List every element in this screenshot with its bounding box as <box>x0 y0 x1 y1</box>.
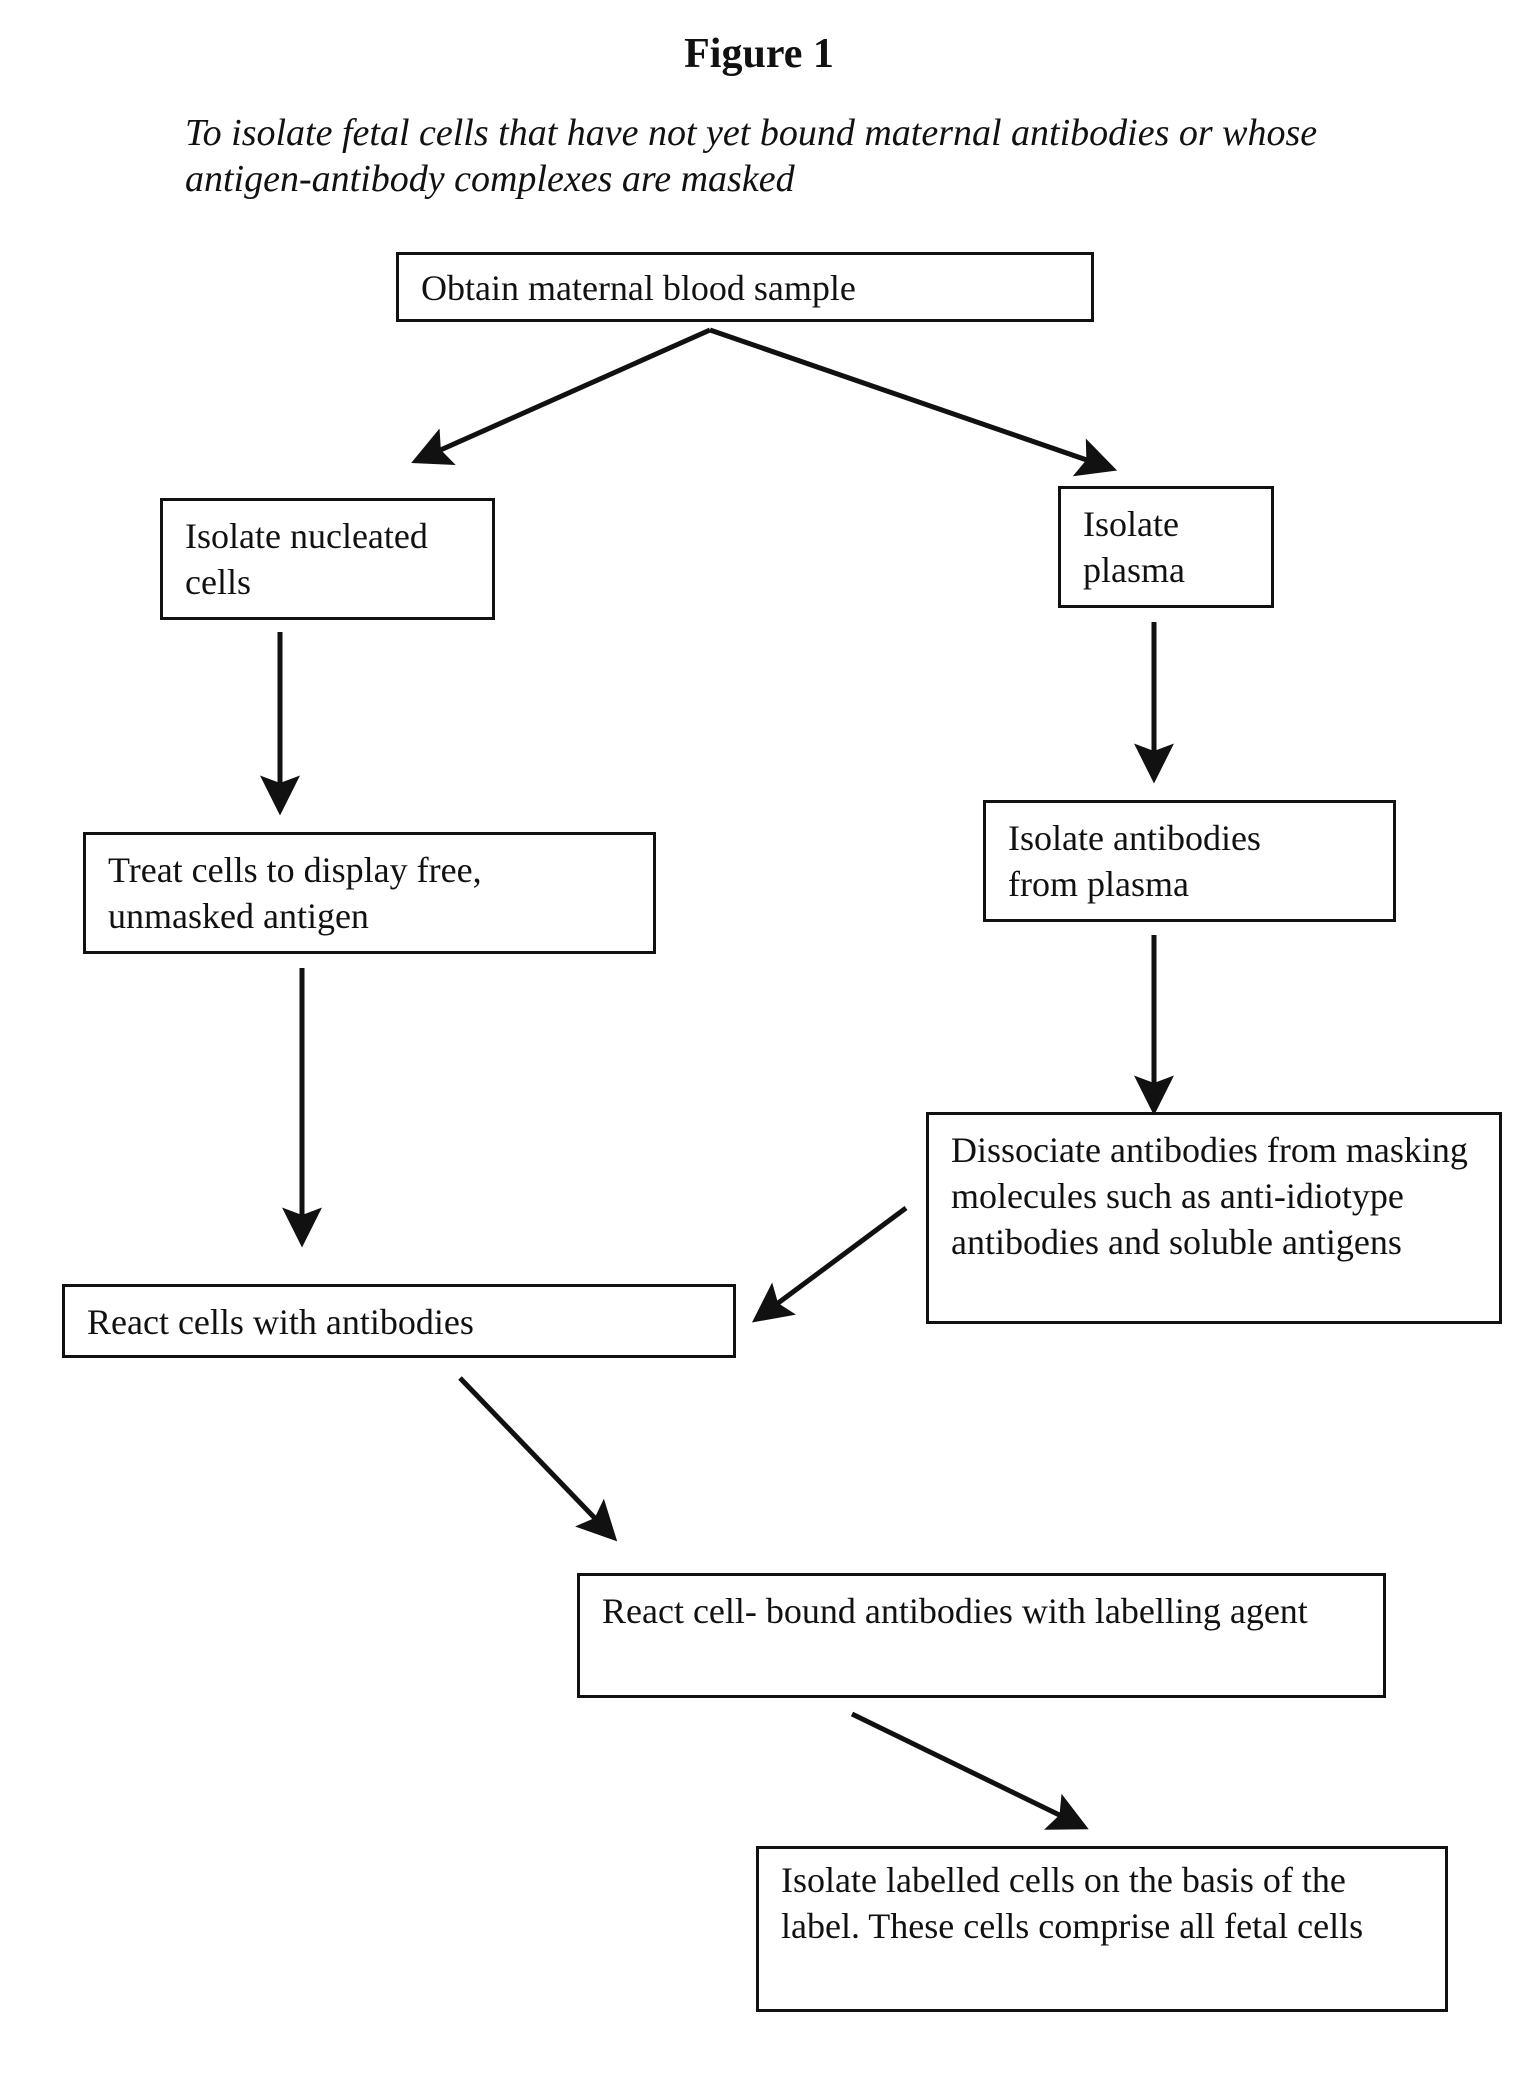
box-label: React cells with antibodies <box>87 1302 474 1342</box>
box-label: Isolate antibodies from plasma <box>1008 818 1261 904</box>
box-label: Isolate labelled cells on the basis of t… <box>781 1860 1363 1946</box>
box-label: Isolate nucleated cells <box>185 516 428 602</box>
arrow-labelling-to-isolate <box>852 1714 1082 1826</box>
arrow-sample-to-plasma <box>710 330 1110 468</box>
box-label: React cell- bound antibodies with labell… <box>602 1591 1308 1631</box>
box-obtain-maternal-blood-sample: Obtain maternal blood sample <box>396 252 1094 322</box>
box-label: Treat cells to display free, unmasked an… <box>108 850 482 936</box>
box-react-cells-with-antibodies: React cells with antibodies <box>62 1284 736 1358</box>
box-isolate-nucleated-cells: Isolate nucleated cells <box>160 498 495 620</box>
box-react-labelling-agent: React cell- bound antibodies with labell… <box>577 1573 1386 1698</box>
box-label: Obtain maternal blood sample <box>421 268 856 308</box>
box-dissociate-antibodies: Dissociate antibodies from masking molec… <box>926 1112 1502 1324</box>
box-label: Dissociate antibodies from masking molec… <box>951 1130 1468 1262</box>
figure-title: Figure 1 <box>0 30 1518 78</box>
arrow-sample-to-nucleated <box>418 330 710 460</box>
box-isolate-plasma: Isolate plasma <box>1058 486 1274 608</box>
box-isolate-antibodies: Isolate antibodies from plasma <box>983 800 1396 922</box>
box-isolate-labelled-cells: Isolate labelled cells on the basis of t… <box>756 1846 1448 2012</box>
box-label: Isolate plasma <box>1083 504 1185 590</box>
arrow-dissociate-to-react <box>758 1208 906 1318</box>
figure-subtitle: To isolate fetal cells that have not yet… <box>185 110 1385 202</box>
arrow-react-to-labelling <box>460 1378 612 1536</box>
box-treat-cells: Treat cells to display free, unmasked an… <box>83 832 656 954</box>
